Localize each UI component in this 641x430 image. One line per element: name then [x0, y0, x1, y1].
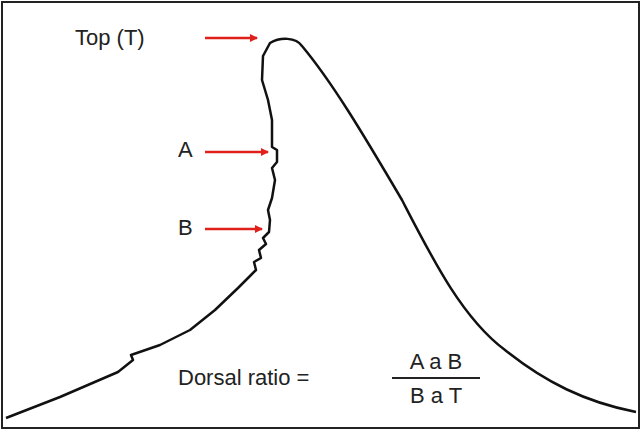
fraction-numerator: A a B [410, 350, 463, 374]
fraction-bar [392, 377, 480, 379]
pointer-arrow [205, 228, 262, 231]
formula-text: Dorsal ratio = [178, 366, 309, 390]
point-label: A [178, 138, 193, 162]
pointer-arrow [205, 37, 257, 40]
dorsal-fin-outline [6, 39, 636, 418]
point-label: B [178, 216, 193, 240]
fraction-denominator: B a T [410, 384, 462, 408]
pointer-arrow [205, 151, 268, 154]
point-label: Top (T) [75, 26, 145, 50]
